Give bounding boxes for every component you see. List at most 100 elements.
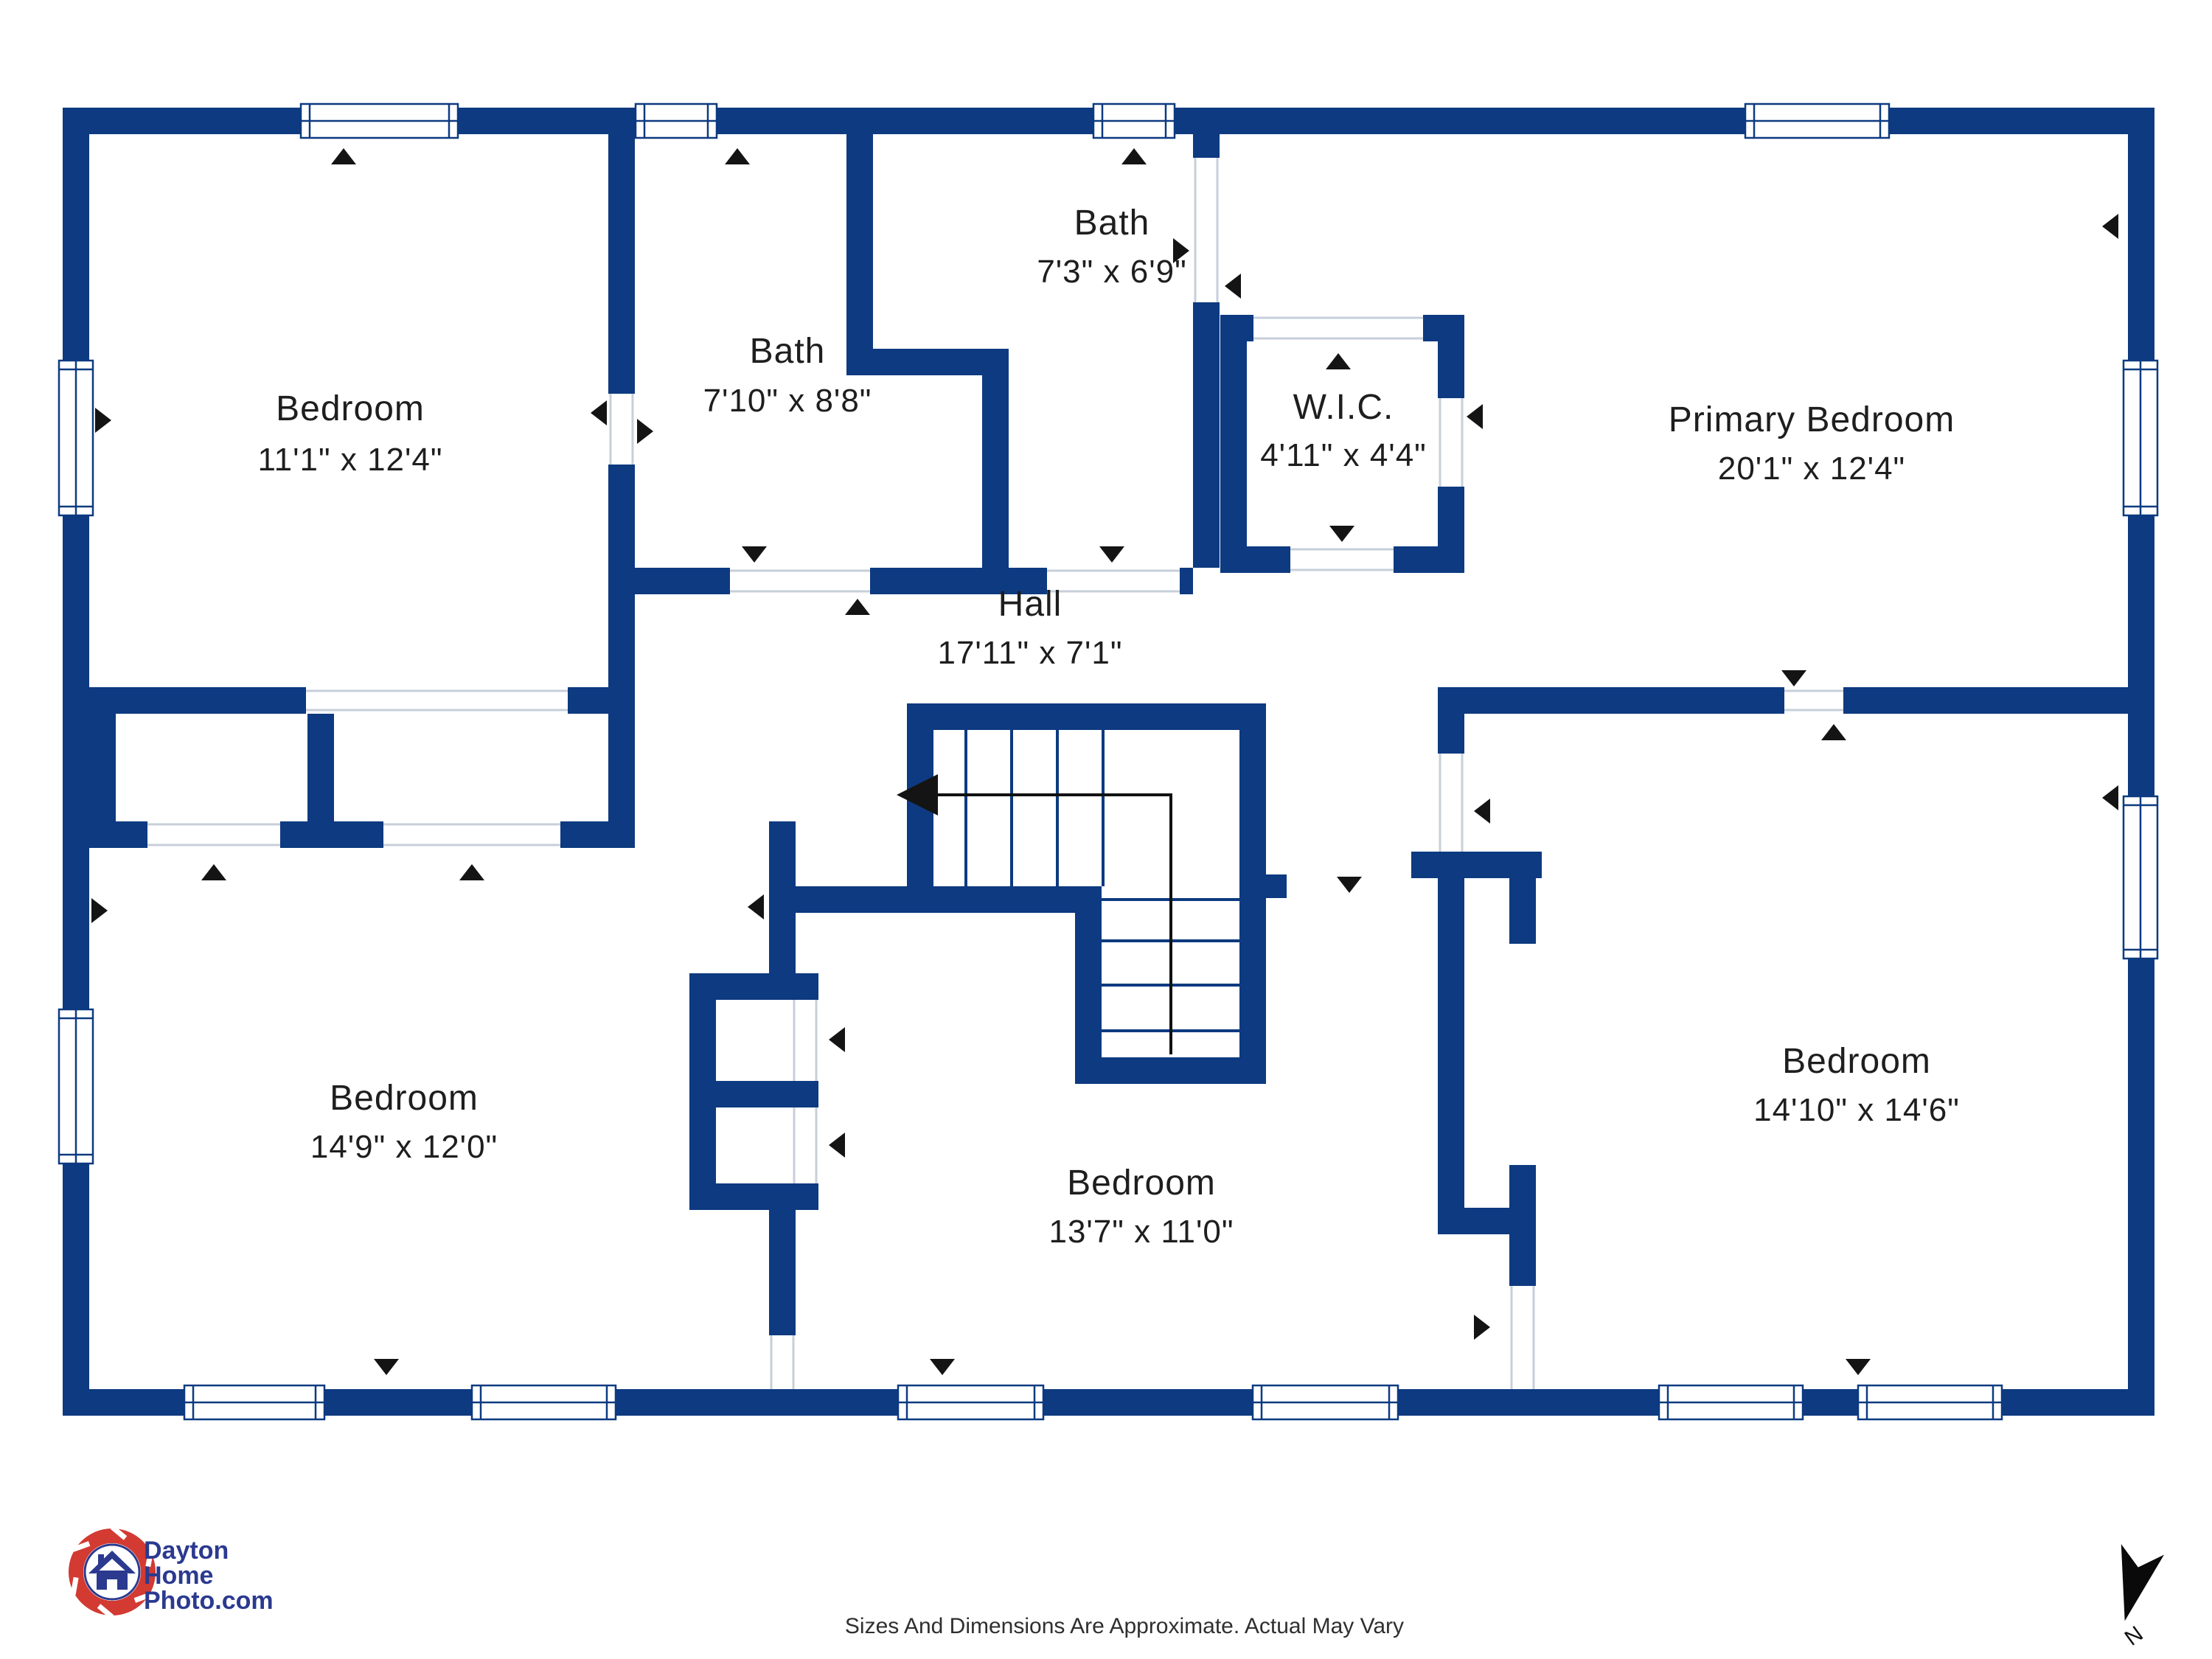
room-label-bath-small: Bath xyxy=(1074,204,1150,243)
room-label-bath-main: Bath xyxy=(750,332,826,371)
stairwell-wall xyxy=(1239,730,1266,1084)
door-marker-icon xyxy=(459,864,484,880)
logo-text-line3: Photo.com xyxy=(144,1587,274,1615)
wall xyxy=(1193,302,1220,568)
door-marker-icon xyxy=(742,546,767,563)
wall xyxy=(1423,315,1464,341)
window-marker-icon xyxy=(95,408,111,433)
wall xyxy=(1509,1234,1536,1286)
room-dims-bedroom-bottom-right: 14'10" x 14'6" xyxy=(1753,1092,1960,1128)
wall xyxy=(846,349,1009,375)
wall xyxy=(63,687,306,714)
room-label-bedroom-top-left: Bedroom xyxy=(276,389,425,428)
north-arrow-icon xyxy=(2121,1544,2164,1621)
wall xyxy=(1438,714,1464,754)
door-marker-icon xyxy=(1329,526,1354,542)
window-marker-icon xyxy=(374,1359,399,1375)
window xyxy=(634,102,718,139)
door-marker-icon xyxy=(748,894,764,919)
door-marker-icon xyxy=(829,1133,845,1158)
window-marker-icon xyxy=(2102,214,2118,239)
door-marker-icon xyxy=(637,419,653,444)
window xyxy=(1092,102,1176,139)
wall xyxy=(1247,546,1290,573)
window-marker-icon xyxy=(725,148,750,164)
wall xyxy=(1220,341,1247,573)
wall xyxy=(1220,315,1253,341)
window xyxy=(2122,795,2159,960)
wall xyxy=(870,568,992,594)
window-marker-icon xyxy=(1846,1359,1871,1375)
door-marker-icon xyxy=(1467,404,1483,429)
door-marker-icon xyxy=(1781,670,1806,686)
wall xyxy=(280,821,383,848)
room-dims-bedroom-bottom-left: 14'9" x 12'0" xyxy=(310,1129,498,1165)
stairs-direction-line xyxy=(931,793,1172,1054)
exterior-wall-left xyxy=(63,108,89,1416)
door-marker-icon xyxy=(591,400,607,425)
wall xyxy=(1843,687,2128,714)
door-marker-icon xyxy=(1337,877,1362,893)
room-label-bedroom-bottom-right: Bedroom xyxy=(1782,1042,1931,1081)
room-dims-bedroom-top-left: 11'1" x 12'4" xyxy=(257,442,442,478)
door-marker-icon xyxy=(829,1027,845,1052)
wall xyxy=(1438,341,1464,398)
room-dims-primary-bedroom: 20'1" x 12'4" xyxy=(1718,451,1905,487)
door-marker-icon xyxy=(1821,724,1846,740)
door-markers xyxy=(91,148,2118,1375)
wall xyxy=(1193,134,1220,158)
wall xyxy=(608,134,635,394)
wall xyxy=(1438,487,1464,573)
exterior-wall-bottom xyxy=(63,1389,2154,1416)
room-label-hall: Hall xyxy=(998,585,1062,624)
stairwell-wall xyxy=(1082,1057,1266,1084)
window xyxy=(183,1384,326,1421)
wall xyxy=(1509,878,1536,944)
wall xyxy=(1438,1208,1536,1234)
wall xyxy=(307,714,334,821)
door-marker-icon xyxy=(1326,353,1351,369)
room-label-primary-bedroom: Primary Bedroom xyxy=(1669,400,1955,439)
wall xyxy=(608,714,635,821)
stairs-direction-arrow-icon xyxy=(897,774,938,815)
disclaimer-text: Sizes And Dimensions Are Approximate. Ac… xyxy=(845,1614,1404,1638)
wall xyxy=(1394,546,1438,573)
exterior-wall-right xyxy=(2128,108,2154,1416)
room-label-wic: W.I.C. xyxy=(1293,388,1394,427)
wall xyxy=(982,375,1009,594)
windows xyxy=(58,102,2159,1421)
wall xyxy=(608,465,635,714)
door-openings xyxy=(147,158,1843,1389)
room-dims-wic: 4'11" x 4'4" xyxy=(1260,437,1427,473)
logo-text-line1: Dayton xyxy=(144,1537,229,1565)
door-marker-icon xyxy=(1099,546,1124,563)
door-marker-icon xyxy=(1173,238,1189,263)
room-label-bedroom-bottom-middle: Bedroom xyxy=(1067,1164,1216,1203)
window xyxy=(470,1384,617,1421)
window-marker-icon xyxy=(1121,148,1147,164)
window xyxy=(897,1384,1045,1421)
wall xyxy=(769,821,796,886)
room-dims-bath-small: 7'3" x 6'9" xyxy=(1037,254,1186,290)
wall xyxy=(89,714,116,821)
door-marker-icon xyxy=(1225,274,1241,299)
window-marker-icon xyxy=(2102,785,2118,810)
north-compass: N xyxy=(2121,1544,2164,1651)
wall xyxy=(1266,874,1287,898)
north-label: N xyxy=(2121,1621,2148,1650)
room-dims-bath-main: 7'10" x 8'8" xyxy=(703,383,872,419)
window xyxy=(58,359,94,517)
logo-text-line2: Home xyxy=(144,1562,213,1590)
wall xyxy=(769,886,1102,913)
window xyxy=(2122,359,2159,517)
room-labels: Bedroom 11'1" x 12'4" Bath 7'10" x 8'8" … xyxy=(257,204,1960,1250)
stairwell-wall xyxy=(907,703,1266,730)
wall xyxy=(1180,568,1193,594)
wall xyxy=(568,687,608,714)
window-marker-icon xyxy=(331,148,356,164)
window xyxy=(1744,102,1891,139)
window-marker-icon xyxy=(91,898,108,923)
wall xyxy=(1438,878,1464,1234)
